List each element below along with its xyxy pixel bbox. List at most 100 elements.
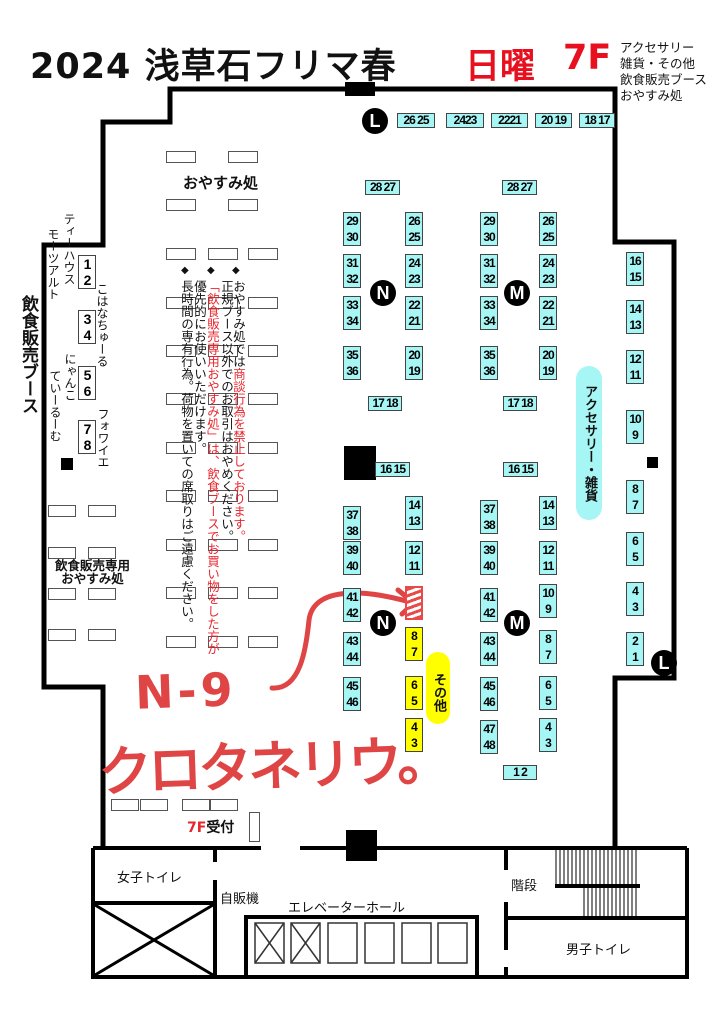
floor-legend: アクセサリー 雑貨・その他 飲食販売ブース おやすみ処 — [620, 40, 707, 104]
vendor-foyer: フォワイエ — [96, 408, 110, 468]
booth-number: 1 — [83, 256, 92, 272]
elevator-hall-label: エレベーターホール — [288, 901, 406, 916]
rest-table — [88, 505, 116, 517]
legend-item: おやすみ処 — [620, 88, 683, 103]
booth-number: 12 — [408, 543, 420, 557]
rest-table — [248, 393, 278, 405]
booth-number: 12 — [542, 543, 554, 557]
rest-table — [210, 799, 238, 811]
block-marker-M: M — [504, 610, 530, 636]
booth-number: 14 — [629, 302, 641, 316]
booth-number: 19 — [542, 364, 554, 378]
booth-number: 24 — [542, 256, 554, 270]
booth-horizontal: 2423 — [446, 113, 484, 128]
booth-number: 12 — [629, 352, 641, 366]
pillar — [344, 446, 376, 480]
rest-table — [208, 539, 238, 551]
food-rest-area-line2: おやすみ処 — [61, 571, 124, 586]
rest-table — [166, 345, 196, 357]
booth-number: 4 — [83, 327, 92, 343]
womens-toilet-label: 女子トイレ — [117, 871, 183, 886]
rest-table — [166, 393, 196, 405]
booth-number: 44 — [346, 650, 358, 664]
rest-table — [248, 539, 278, 551]
booth-number: 23 — [408, 272, 420, 286]
booth-number: 8 — [411, 629, 418, 643]
rest-table — [248, 345, 278, 357]
booth-number: 10 — [629, 412, 641, 426]
booth-number: 38 — [483, 518, 495, 532]
booth-number: 7 — [632, 498, 639, 512]
booth-number: 15 — [629, 270, 641, 284]
pillar-bottom — [346, 830, 377, 861]
booth-number: 4 — [632, 584, 639, 598]
booth-number: 46 — [346, 695, 358, 709]
notice-line-4: 優先的にお使いいただけます。 — [192, 280, 207, 455]
booth-number: 8 — [632, 482, 639, 496]
booth-number: 32 — [346, 272, 358, 286]
rest-table — [166, 297, 196, 309]
booth-number: 32 — [483, 272, 495, 286]
booth-horizontal: 1 2 — [503, 765, 537, 780]
vendor-mozart: モーツアルト — [46, 228, 60, 300]
rest-table — [248, 297, 278, 309]
booth-number: 13 — [629, 318, 641, 332]
booth-number: 36 — [346, 364, 358, 378]
door-block — [345, 82, 375, 96]
rest-table — [208, 297, 238, 309]
notice-line-5: 長時間の専有行為。荷物を置いての席取りはご遠慮ください。 — [179, 280, 194, 630]
booth-number: 24 — [408, 256, 420, 270]
booth-number: 22 — [408, 298, 420, 312]
booth-number: 38 — [346, 524, 358, 538]
booth-number: 42 — [346, 606, 358, 620]
notice-line-1: おやすみ処では商談行為を禁止しております。 — [231, 280, 246, 543]
rest-table — [166, 199, 196, 211]
booth-number: 25 — [542, 230, 554, 244]
booth-number: 42 — [483, 606, 495, 620]
rest-table — [248, 442, 278, 454]
booth-number: 47 — [483, 722, 495, 736]
food-rest-area-label: 飲食販売専用 おやすみ処 — [55, 559, 130, 585]
notice-bullet: ◆ — [181, 265, 189, 276]
booth-number: 20 — [542, 348, 554, 362]
booth-number: 4 — [411, 720, 418, 734]
booth-number: 43 — [346, 634, 358, 648]
day-label: 日曜 — [465, 47, 536, 87]
booth-number: 44 — [483, 650, 495, 664]
notice-bullet: ◆ — [232, 265, 240, 276]
booth-number: 37 — [483, 502, 495, 516]
booth-number: 5 — [83, 367, 92, 383]
booth-horizontal: 20 19 — [535, 113, 572, 128]
booth-number: 25 — [408, 230, 420, 244]
booth-number: 45 — [346, 679, 358, 693]
rest-table — [248, 587, 278, 599]
notice-line-3: 「飲食販売専用おやすみ処」は、飲食ブースでお買い物をした方が — [205, 280, 220, 655]
booth-number: 30 — [346, 230, 358, 244]
booth-number: 29 — [483, 214, 495, 228]
rest-table — [208, 636, 238, 648]
booth-number: 26 — [542, 214, 554, 228]
booth-number: 45 — [483, 679, 495, 693]
pillar-small — [647, 457, 658, 468]
booth-number: 34 — [483, 314, 495, 328]
booth-number: 3 — [545, 736, 552, 750]
